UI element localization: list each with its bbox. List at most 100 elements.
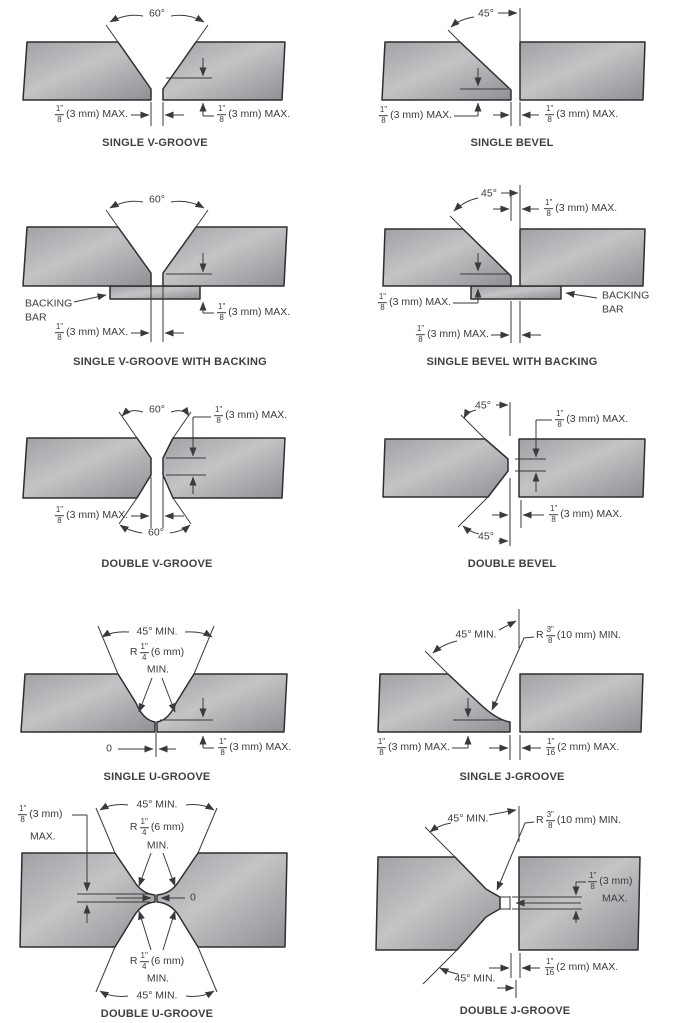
root-face-dim-label: 1"8 (3 mm) MAX. (217, 104, 291, 124)
groove-angle-label: 60° (149, 7, 165, 20)
bottom-groove-angle-label: 45° MIN. (136, 989, 178, 1002)
groove-angle-label: 45° (481, 187, 497, 200)
single-v-groove-drawing (22, 14, 286, 126)
single-bevel-drawing (381, 8, 646, 126)
top-radius-min-label: MIN. (146, 839, 170, 852)
fraction: 1"8 (378, 105, 389, 125)
angle-arrow-left (450, 16, 475, 28)
radius-leader-arrow (491, 636, 535, 711)
fraction: 1"8 (544, 198, 554, 218)
caption-double-v-groove: DOUBLE V-GROOVE (101, 558, 213, 570)
single-j-groove-figure: 45° MIN. R 3"8 (10 mm) MIN. 1"8 (3 mm) M… (340, 590, 677, 790)
fraction: 1"8 (54, 505, 65, 525)
root-opening-extension-lines (510, 102, 521, 126)
bottom-radius-arrow-right (162, 910, 176, 951)
bottom-extension-lines (118, 497, 192, 525)
root-face-dim-label-line2: MAX. (602, 892, 628, 905)
radius-dim-label: R 3"8 (10 mm) MIN. (536, 810, 622, 830)
bottom-angle-arrow-left (119, 524, 143, 534)
left-plate (22, 226, 152, 287)
top-radius-dim-label: R 1"4 (6 mm) (129, 817, 185, 837)
caption-single-v-groove-with-backing: SINGLE V-GROOVE WITH BACKING (73, 356, 267, 368)
double-bevel-figure: 45° 1"8 (3 mm) MAX. 1"8 (3 mm) MAX. 45° … (340, 380, 677, 590)
fraction: 1"8 (555, 409, 565, 429)
bevel-extension-line (449, 215, 464, 230)
fraction: 1"8 (376, 737, 387, 757)
right-plate (156, 673, 288, 733)
single-j-groove-drawing (377, 609, 644, 760)
radius-dim-label: R 3"8 (10 mm) MIN. (536, 625, 622, 645)
radius-min-label: MIN. (146, 663, 170, 676)
root-face-lines (515, 458, 546, 472)
double-j-groove-drawing (375, 806, 641, 998)
root-face-dim-label: 1"8 (3 mm) MAX. (376, 737, 450, 757)
backing-bar (470, 285, 562, 300)
single-u-groove-drawing (20, 625, 288, 757)
bottom-bevel-extension (457, 496, 489, 528)
top-groove-angle-label: 45° (475, 399, 491, 412)
top-extension-lines (118, 411, 192, 439)
left-plate (19, 852, 156, 948)
caption-single-v-groove: SINGLE V-GROOVE (102, 137, 208, 149)
root-opening-dim-label: 1"8 (3 mm) MAX. (549, 504, 623, 524)
top-angle-arrow-left (121, 407, 144, 417)
root-face-tip-lines (500, 896, 511, 910)
root-face-lines (512, 896, 582, 910)
groove-angle-label: 45° MIN. (455, 628, 497, 641)
single-u-groove-figure: 45° MIN. R 1"4 (6 mm) MIN. 0 1"8 (3 mm) … (0, 590, 340, 790)
bottom-extension-lines (95, 946, 218, 993)
single-bevel-figure: 45° 1"8 (3 mm) MAX. 1"8 (3 mm) MAX. SING… (340, 0, 677, 165)
top-root-opening-dim-label: 1"8 (3 mm) MAX. (544, 198, 618, 218)
root-face-lines (77, 893, 150, 903)
fraction: 1"4 (139, 642, 149, 662)
top-angle-arrow-right (488, 808, 517, 816)
top-angle-arrow-left (429, 822, 452, 833)
fraction: 1"8 (217, 104, 227, 124)
top-bevel-extension (460, 414, 486, 440)
groove-extension-lines (105, 209, 209, 228)
angle-arrow-right (170, 14, 205, 23)
fraction: 1"16 (545, 957, 555, 977)
root-opening-dim-label: 1"8 (3 mm) MAX. (415, 324, 489, 344)
caption-single-bevel: SINGLE BEVEL (470, 137, 554, 149)
double-j-groove-figure: 45° MIN. R 3"8 (10 mm) MIN. 1"8 (3 mm) M… (340, 790, 677, 1023)
zero-root-opening-label: 0 (106, 742, 112, 755)
backing-bar-label-line2: BAR (25, 311, 47, 324)
top-groove-angle-label: 45° MIN. (447, 812, 489, 825)
root-face-dim-label: 1"8 (3 mm) MAX. (378, 105, 452, 125)
top-angle-arrow-right (170, 406, 190, 417)
single-v-groove-with-backing-drawing (22, 200, 288, 342)
double-v-groove-figure: 60° 60° 1"8 (3 mm) MAX. 1"8 (3 mm) MAX. … (0, 380, 340, 590)
radius-leader-arrow (496, 821, 535, 891)
groove-angle-label: 60° (149, 193, 165, 206)
caption-single-bevel-with-backing: SINGLE BEVEL WITH BACKING (426, 356, 598, 368)
root-opening-dim-label: 1"8 (3 mm) MAX. (545, 104, 619, 124)
left-plate (382, 438, 509, 498)
root-face-dim-label: 1"8 (3 mm) MAX. (217, 302, 291, 322)
left-plate (20, 673, 156, 733)
fraction: 1"16 (546, 737, 556, 757)
bottom-groove-angle-label: 45° MIN. (454, 972, 496, 985)
top-bevel-extension (424, 826, 456, 858)
groove-angle-label: 45° MIN. (136, 625, 178, 638)
single-v-groove-figure: 60° 1"8 (3 mm) MAX. 1"8 (3 mm) MAX. SING… (0, 0, 340, 165)
bottom-angle-arrow-left (462, 525, 480, 535)
root-opening-dim-label: 1"8 (3 mm) MAX. (54, 322, 128, 342)
fraction: 3"8 (545, 810, 555, 830)
top-radius-arrow-right (162, 852, 176, 887)
bottom-radius-dim-label: R 1"4 (6 mm) (129, 951, 185, 971)
root-opening-extension-lines (150, 477, 164, 528)
angle-arrow-left (109, 200, 144, 209)
right-plate (519, 228, 646, 287)
root-opening-extension-lines (509, 735, 521, 760)
fraction: 1"8 (415, 324, 426, 344)
angle-arrow-left (101, 629, 130, 638)
right-plate (519, 41, 646, 101)
caption-single-j-groove: SINGLE J-GROOVE (459, 771, 565, 783)
caption-double-bevel: DOUBLE BEVEL (467, 558, 557, 570)
bottom-angle-arrow-left (99, 990, 129, 999)
right-plate (518, 438, 646, 498)
left-plate (382, 228, 512, 287)
left-plate (381, 41, 512, 101)
